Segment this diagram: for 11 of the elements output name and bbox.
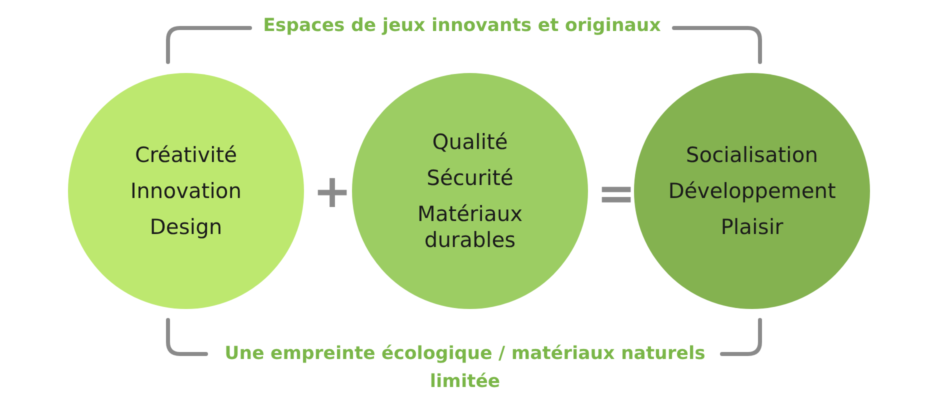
circle-text: Qualité	[432, 129, 508, 155]
circle-text: Innovation	[130, 178, 242, 204]
circle-text: Design	[150, 214, 222, 240]
circle-text: Créativité	[134, 142, 238, 168]
equals-sign: =	[597, 170, 636, 216]
circle-text: Plaisir	[720, 214, 784, 240]
circle-text: Sécurité	[426, 165, 514, 191]
circle-text: Matériaux durables	[416, 201, 524, 253]
circle-text: Développement	[668, 178, 836, 204]
circle-text: Socialisation	[686, 142, 818, 168]
plus-sign: +	[313, 168, 352, 214]
